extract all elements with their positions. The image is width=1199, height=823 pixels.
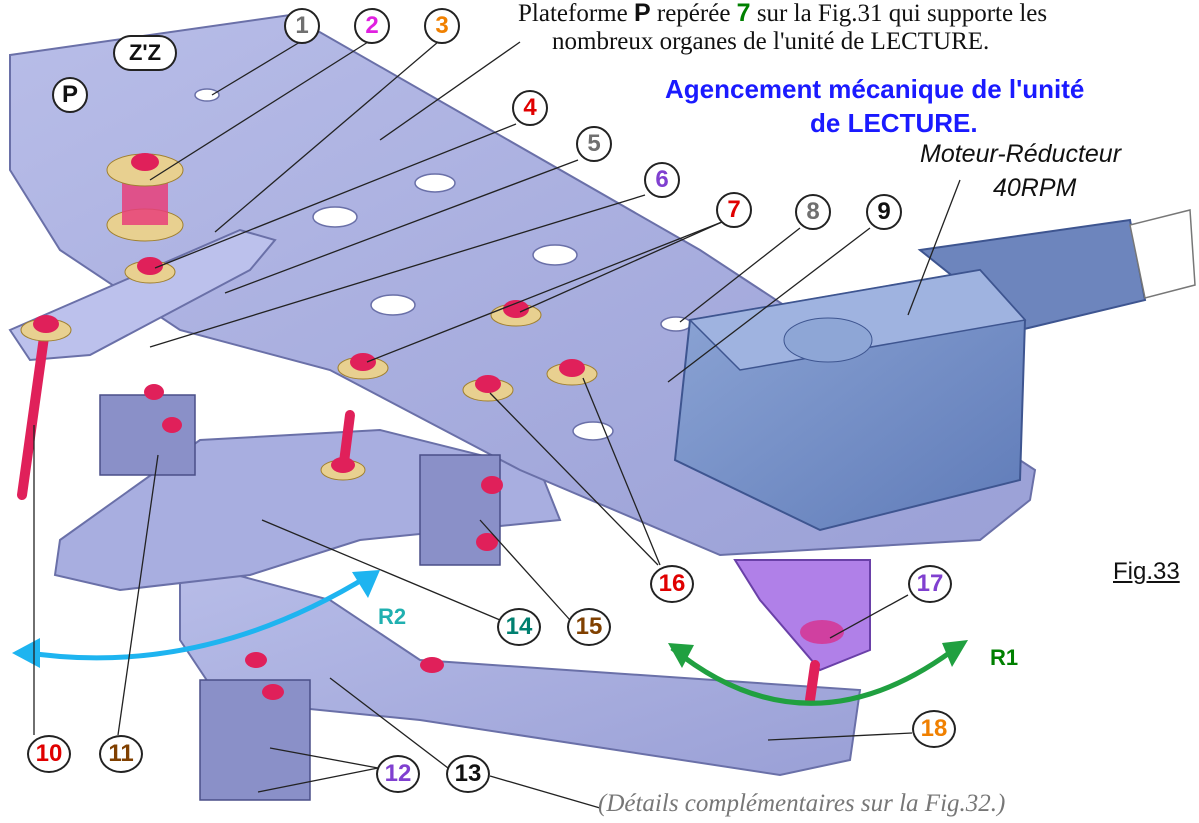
- figure-label: Fig.33: [1113, 558, 1180, 585]
- arrow-r1-head-left: [668, 643, 694, 668]
- arrow-r2-head-right: [352, 570, 380, 598]
- label-13: 13: [446, 755, 490, 793]
- motor-label-1: Moteur-Réducteur: [920, 140, 1122, 168]
- micro-switches: [99, 394, 501, 801]
- label-9: 9: [866, 194, 902, 230]
- label-18: 18: [912, 710, 956, 748]
- arrow-r1-head-right: [942, 640, 968, 667]
- label-7: 7: [716, 192, 752, 228]
- label-2: 2: [354, 8, 390, 44]
- platform-holes: [194, 88, 692, 441]
- label-12: 12: [376, 755, 420, 793]
- label-6: 6: [644, 162, 680, 198]
- details-note: (Détails complémentaires sur la Fig.32.): [598, 790, 1006, 817]
- spring-assembly: [106, 153, 184, 242]
- motor-reducer: [673, 209, 1196, 532]
- label-10: 10: [27, 735, 71, 773]
- arrow-r2-head-left: [12, 638, 40, 668]
- label-4: 4: [512, 90, 548, 126]
- caption-line-2: nombreux organes de l'unité de LECTURE.: [552, 28, 990, 55]
- label-8: 8: [795, 194, 831, 230]
- caption-line-1: Plateforme P repérée 7 sur la Fig.31 qui…: [518, 0, 1048, 27]
- label-17: 17: [908, 565, 952, 603]
- title-line-2: de LECTURE.: [810, 108, 978, 138]
- label-11: 11: [99, 735, 143, 773]
- caption-seven: 7: [736, 0, 751, 27]
- label-14: 14: [497, 608, 541, 646]
- lower-arm-13: [179, 558, 862, 777]
- title-line-1: Agencement mécanique de l'unité: [665, 74, 1085, 104]
- leader-lines: [33, 41, 961, 809]
- caption-p: P: [633, 0, 651, 27]
- label-3: 3: [424, 8, 460, 44]
- label-p: P: [52, 77, 88, 113]
- screws: [20, 257, 598, 700]
- label-r1: R1: [990, 645, 1019, 670]
- label-zz: Z'Z: [113, 35, 177, 71]
- label-r2: R2: [378, 604, 407, 629]
- label-5: 5: [576, 126, 612, 162]
- arrow-r2: [21, 572, 372, 661]
- lug-17: [733, 559, 871, 672]
- lever-plate: [8, 228, 277, 362]
- label-1: 1: [284, 8, 320, 44]
- arrow-r1: [670, 643, 962, 706]
- label-15: 15: [567, 608, 611, 646]
- label-16: 16: [650, 565, 694, 603]
- lug-17-screw: [800, 620, 844, 644]
- motor-label-2: 40RPM: [993, 174, 1077, 202]
